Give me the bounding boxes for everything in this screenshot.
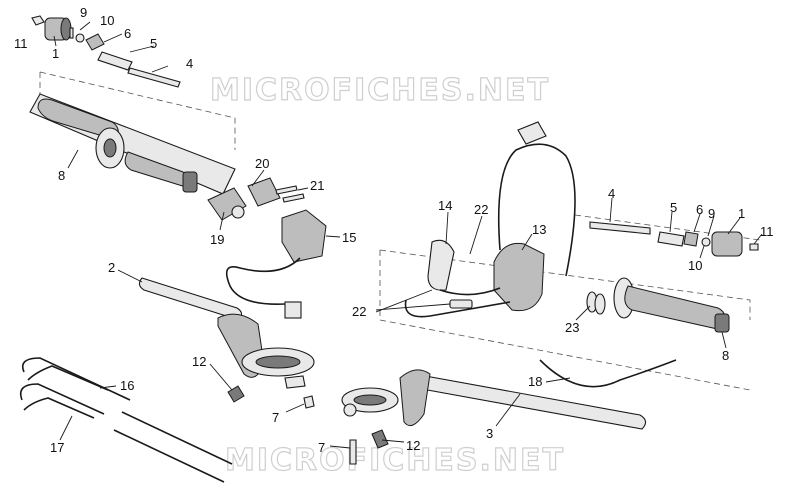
callout-21: 21: [310, 178, 324, 193]
screws-21: [275, 185, 305, 203]
callout-16: 16: [120, 378, 134, 393]
left-clamp-19-20: [207, 177, 305, 221]
pin-9-left: [69, 27, 74, 39]
callout-7-right: 7: [318, 440, 325, 455]
rubber-5-left: [97, 51, 133, 71]
callout-8-left: 8: [58, 168, 65, 183]
callout-5-right: 5: [670, 200, 677, 215]
callout-9-right: 9: [708, 206, 715, 221]
screw-11-left: [31, 15, 45, 26]
callout-11-right: 11: [760, 224, 774, 239]
insert-6-left: [85, 33, 105, 51]
left-grip-8: [29, 93, 236, 195]
guide-lines: [39, 71, 761, 391]
callout-6-right: 6: [696, 202, 703, 217]
rod-4-left: [127, 67, 181, 88]
right-bar-end-parts: [589, 221, 759, 257]
cables-16-17: [19, 357, 233, 483]
callout-7-left: 7: [272, 410, 279, 425]
left-switch-15: [225, 209, 327, 319]
watermark-bottom: MICROFICHES.NET: [225, 443, 565, 478]
callout-11-left: 11: [14, 36, 28, 51]
callout-19: 19: [210, 232, 224, 247]
right-grip-8: [586, 277, 730, 333]
callout-10-left: 10: [100, 13, 114, 28]
callout-9-left: 9: [80, 5, 87, 20]
callout-3: 3: [486, 426, 493, 441]
callout-12-right: 12: [406, 438, 420, 453]
right-clipon-3: [341, 369, 647, 430]
callout-20: 20: [255, 156, 269, 171]
callout-14: 14: [438, 198, 452, 213]
watermark-top: MICROFICHES.NET: [210, 73, 550, 108]
callout-2: 2: [108, 260, 115, 275]
left-clipon-2: [138, 277, 315, 389]
bolts-right: [349, 429, 389, 465]
callout-8-right: 8: [722, 348, 729, 363]
throttle-cable-18: [539, 359, 677, 388]
callout-23: 23: [565, 320, 579, 335]
pulley-14: [427, 239, 455, 291]
callout-18: 18: [528, 374, 542, 389]
callout-17: 17: [50, 440, 64, 455]
throttle-housing-13: [404, 121, 576, 318]
callout-12-left: 12: [192, 354, 206, 369]
callout-6-left: 6: [124, 26, 131, 41]
leader-lines: [53, 21, 763, 449]
callout-4-right: 4: [608, 186, 615, 201]
callout-5-left: 5: [150, 36, 157, 51]
callout-10-right: 10: [688, 258, 702, 273]
left-bar-end-parts: [31, 15, 181, 88]
callout-22-bottom: 22: [352, 304, 366, 319]
callout-1-left: 1: [52, 46, 59, 61]
callout-4-left: 4: [186, 56, 193, 71]
callout-15: 15: [342, 230, 356, 245]
callout-numbers: 11 9 10 1 6 5 4 8 20 21 19 15 2 14 22 13…: [14, 5, 774, 455]
callout-13: 13: [532, 222, 546, 237]
callout-22-top: 22: [474, 202, 488, 217]
bolts-left: [227, 385, 315, 409]
oring-10-left: [75, 33, 85, 43]
callout-1-right: 1: [738, 206, 745, 221]
